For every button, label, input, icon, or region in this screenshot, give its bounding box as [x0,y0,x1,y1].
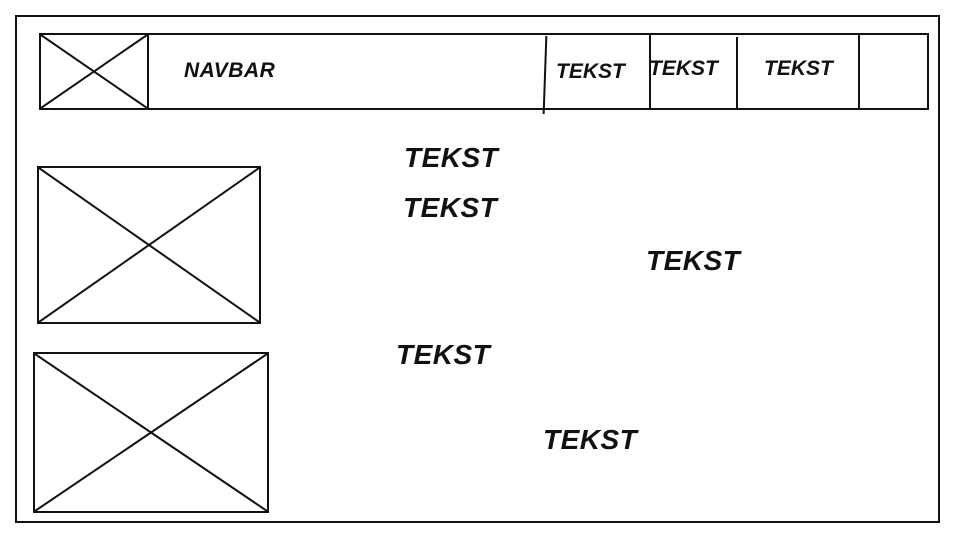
navbar-divider [649,34,651,110]
navbar [39,33,929,110]
content-text-4: TEKST [396,339,491,370]
image-placeholder-icon [41,35,147,108]
content-text-2: TEKST [403,192,498,223]
nav-item-1[interactable]: TEKST [556,60,625,83]
image-placeholder-icon [35,354,267,511]
navbar-divider [736,37,738,110]
logo-image-placeholder[interactable] [41,35,149,108]
navbar-divider [858,35,860,110]
content-text-3: TEKST [646,245,741,276]
image-placeholder-bottom [33,352,269,513]
image-placeholder-top [37,166,261,324]
content-text-1: TEKST [404,142,499,173]
content-text-5: TEKST [543,424,638,455]
wireframe-frame [15,15,940,523]
nav-item-2[interactable]: TEKST [649,57,718,80]
image-placeholder-icon [39,168,259,322]
navbar-title: NAVBAR [184,59,276,82]
nav-item-3[interactable]: TEKST [764,57,833,80]
